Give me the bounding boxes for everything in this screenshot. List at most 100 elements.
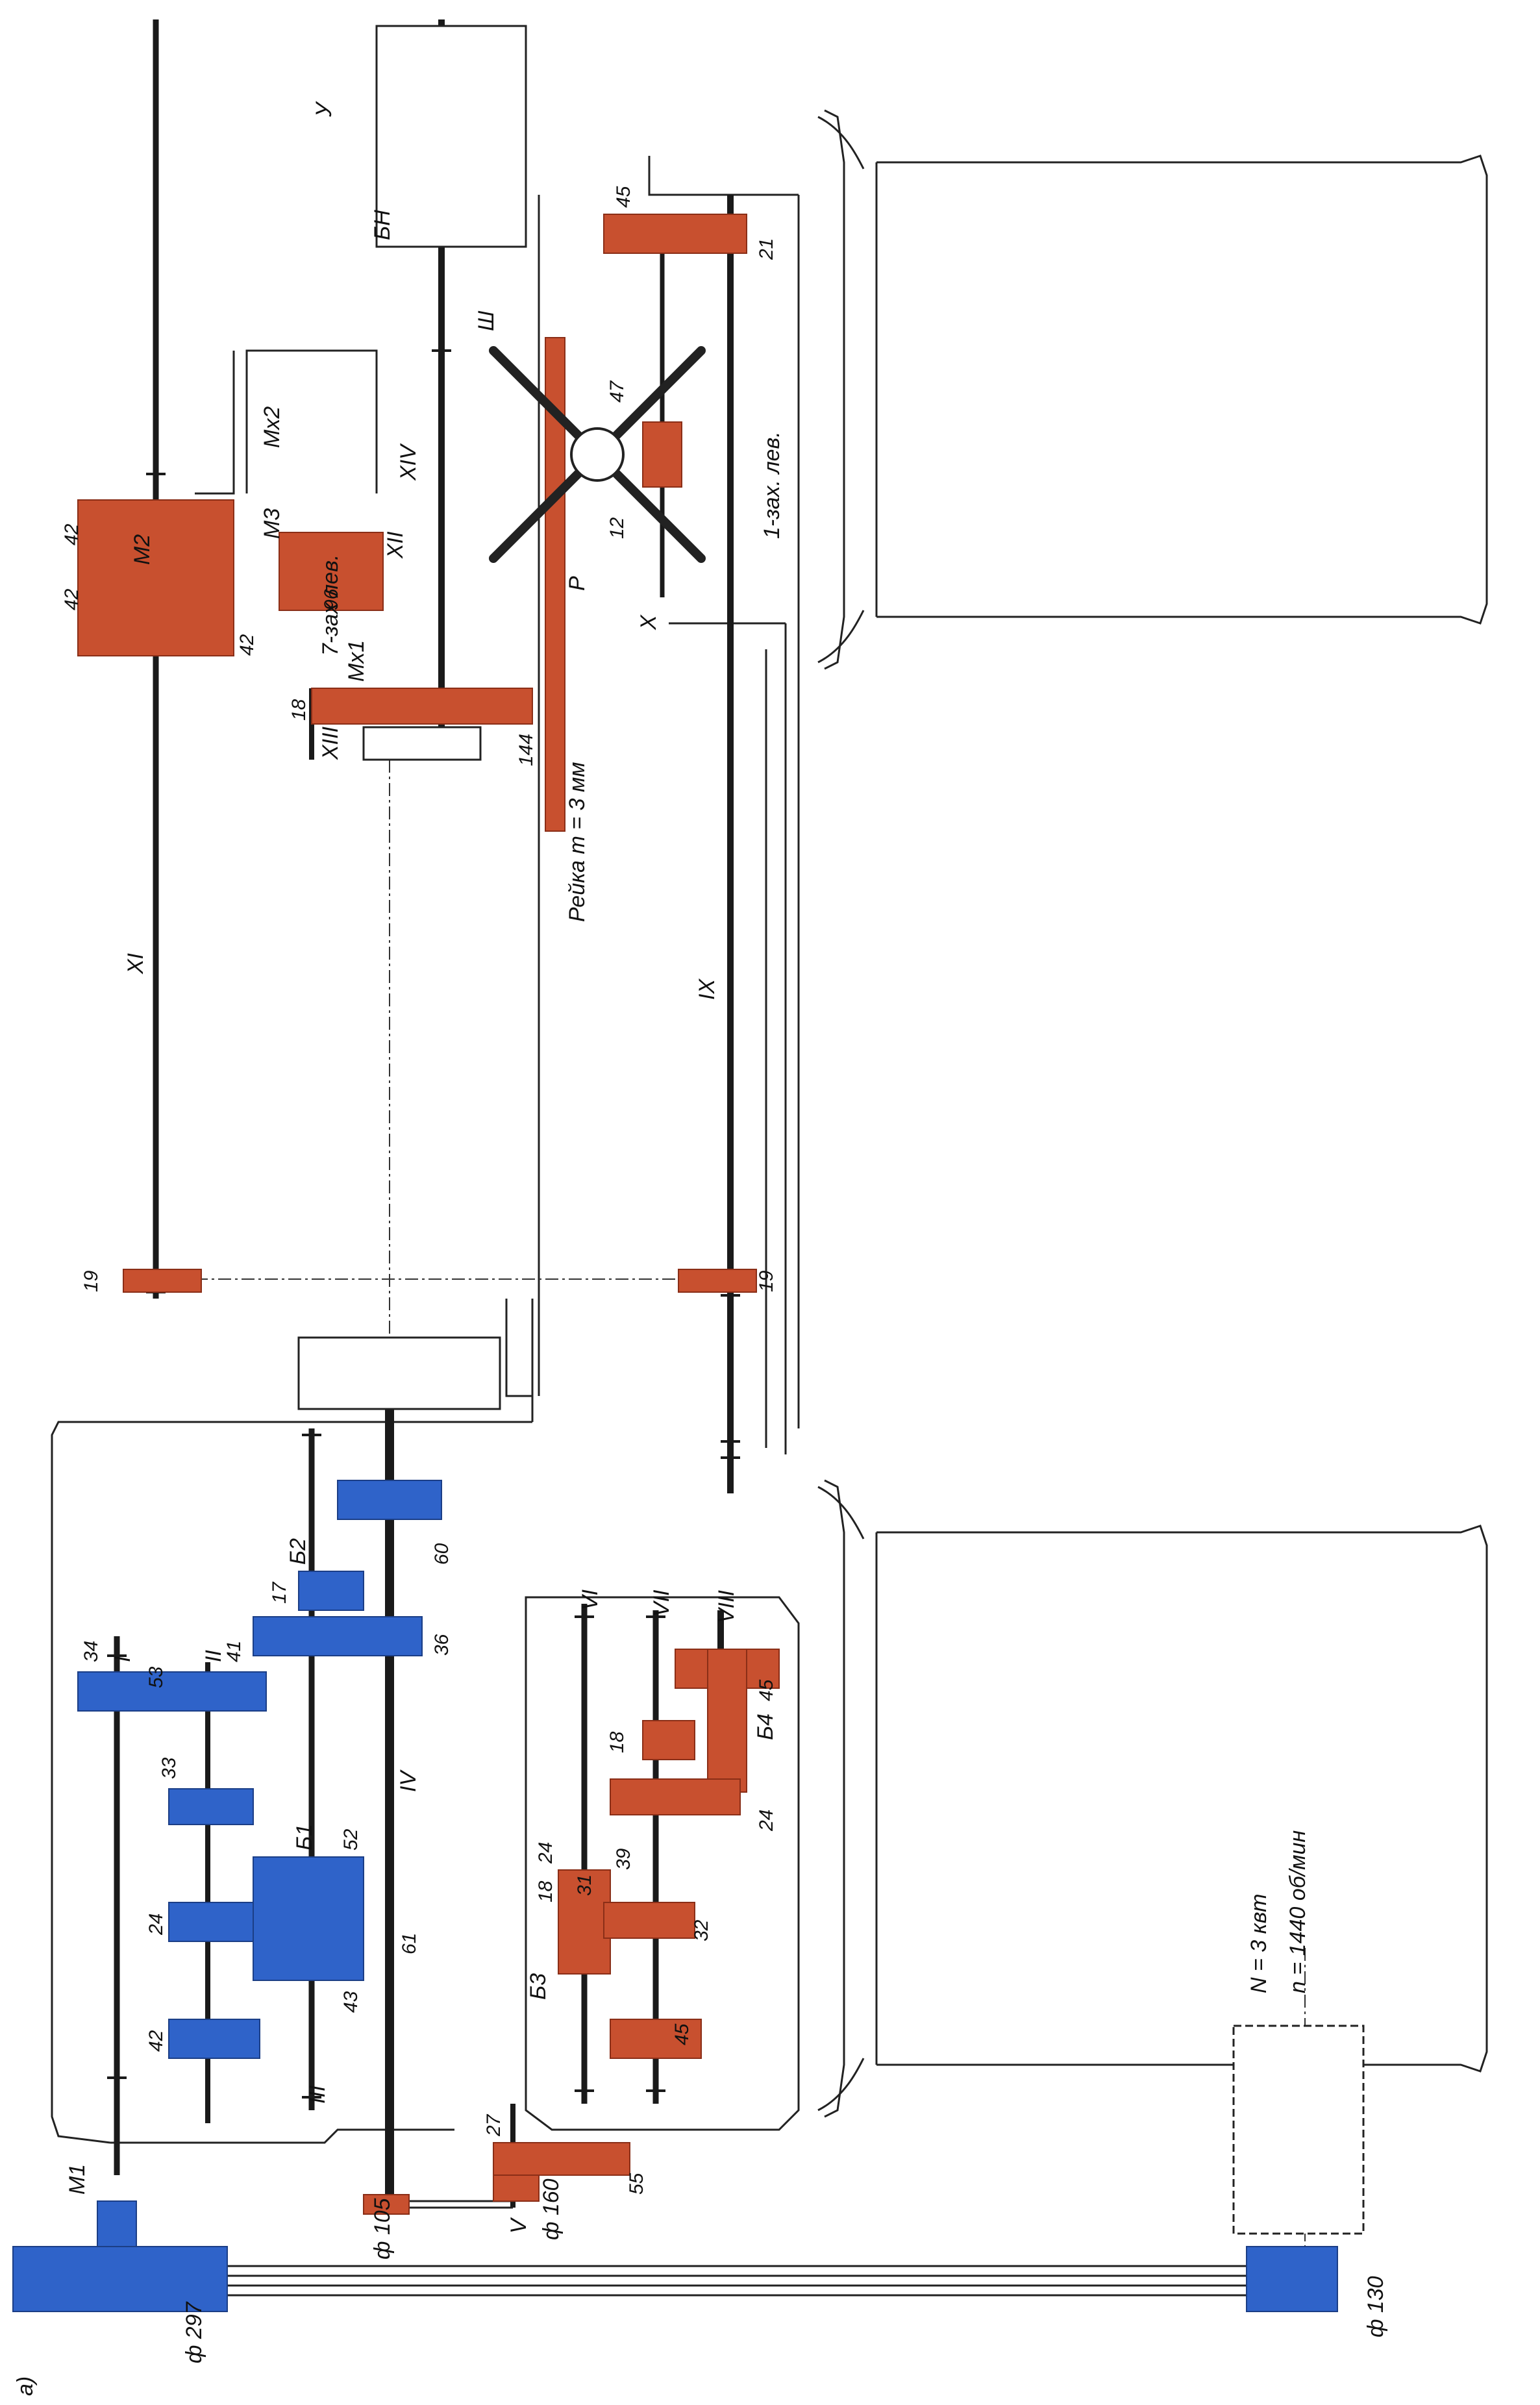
- label-motor-speed: n = 1440 об/мин: [1285, 1830, 1310, 1993]
- gear-32: [603, 1902, 695, 1939]
- label-pulley-297: ф 297: [182, 2301, 206, 2363]
- label-shaft-VIII: VIII: [714, 1589, 739, 1623]
- gear-18-144: [311, 688, 533, 725]
- label-shaft-V: V: [506, 2217, 531, 2234]
- label-g12: 12: [606, 517, 628, 539]
- label-g24b: 24: [535, 1842, 556, 1864]
- label-shaft-XIV: XIV: [396, 443, 421, 481]
- gear-tooth-labels: 34 53 41 33 24 42 52 43 61 17 36 60 27 5…: [61, 186, 777, 2195]
- label-g45a: 45: [671, 2023, 693, 2045]
- label-worm-1: 1-зах. лев.: [760, 431, 784, 539]
- label-g18a: 18: [535, 1880, 556, 1902]
- gear-36: [253, 1616, 423, 1656]
- gear-45a: [610, 2019, 702, 2059]
- label-shaft-IV: IV: [396, 1769, 421, 1792]
- label-shaft-III: III: [305, 2085, 330, 2104]
- label-g32: 32: [691, 1919, 712, 1941]
- label-g18c: 18: [288, 699, 310, 721]
- gear-160: [493, 2174, 540, 2202]
- label-shaft-X: X: [636, 614, 661, 630]
- label-shaft-I: I: [110, 1656, 135, 1662]
- gear-17: [298, 1571, 364, 1611]
- label-shaft-XIII: XIII: [318, 726, 343, 760]
- label-g47: 47: [606, 380, 628, 403]
- label-g21: 21: [756, 238, 777, 260]
- gear-b4-body: [707, 1649, 747, 1793]
- pulley-105: [363, 2194, 410, 2215]
- label-g39: 39: [613, 1848, 634, 1870]
- label-g42b: 42: [61, 588, 82, 610]
- label-g43: 43: [340, 1991, 362, 2013]
- gear-19b: [678, 1269, 757, 1293]
- label-g61: 61: [399, 1933, 420, 1954]
- label-m3: M3: [260, 508, 284, 539]
- label-g41: 41: [223, 1641, 245, 1662]
- label-u: У: [312, 101, 336, 118]
- worm-7: [279, 532, 384, 611]
- label-g96: 96: [321, 588, 342, 610]
- gear-45-21: [603, 214, 747, 254]
- gear-24: [168, 1902, 267, 1942]
- label-m2: M2: [130, 534, 155, 565]
- label-pulley-160: ф 160: [539, 2178, 564, 2240]
- label-shaft-VII: VII: [649, 1589, 674, 1617]
- label-g45b: 45: [756, 1679, 777, 1701]
- label-g60: 60: [431, 1543, 453, 1565]
- label-pulley-130: ф 130: [1363, 2276, 1388, 2337]
- label-g52: 52: [340, 1828, 362, 1850]
- labels: а) ф 297 ф 130 ф 105 ф 160 N = 3 квт n =…: [13, 101, 1388, 2396]
- label-b4: Б4: [753, 1713, 778, 1740]
- label-g53: 53: [145, 1666, 167, 1688]
- label-g24: 24: [145, 1913, 167, 1936]
- label-mx2: Mx2: [260, 406, 284, 448]
- label-worm-7: 7-зах лев.: [318, 555, 343, 656]
- label-g18b: 18: [606, 1731, 628, 1753]
- label-g42: 42: [145, 2030, 167, 2052]
- red-gears: [77, 214, 780, 2215]
- label-bn: БН: [370, 210, 395, 240]
- blue-gears: [12, 1480, 1338, 2312]
- clutch-m2: [77, 499, 234, 656]
- label-g55: 55: [626, 2173, 647, 2195]
- label-shaft-XII: XII: [383, 531, 408, 559]
- label-shaft-IX: IX: [695, 978, 719, 1000]
- label-g19b: 19: [756, 1270, 777, 1292]
- gear-27-55: [493, 2142, 630, 2176]
- gear-39-24: [610, 1778, 741, 1815]
- label-g34: 34: [81, 1641, 102, 1662]
- label-g24c: 24: [756, 1810, 777, 1832]
- block-b3: [558, 1869, 611, 1975]
- pulley-297: [12, 2246, 228, 2312]
- label-g33: 33: [158, 1757, 180, 1779]
- worm-1: [642, 421, 682, 488]
- label-mx1: Mx1: [344, 640, 369, 682]
- gear-60: [337, 1480, 442, 1520]
- gear-42: [168, 2019, 260, 2059]
- machine-outlines: [297, 25, 1365, 2235]
- shafts: [114, 19, 734, 2208]
- label-sh: Ш: [474, 310, 499, 331]
- carriage-handwheel: [489, 346, 706, 563]
- label-g31: 31: [574, 1875, 595, 1896]
- label-g19a: 19: [81, 1270, 102, 1292]
- chuck: [297, 1336, 501, 1410]
- pulley-130: [1246, 2246, 1338, 2312]
- label-b2: Б2: [286, 1538, 310, 1565]
- label-m1: M1: [65, 2164, 90, 2195]
- label-p: Р: [565, 576, 590, 591]
- label-g42c: 42: [236, 634, 258, 656]
- m1-clutch: [97, 2200, 137, 2247]
- label-g45c: 45: [613, 186, 634, 208]
- label-g42a: 42: [61, 523, 82, 545]
- apron-box-bn: [375, 25, 527, 248]
- label-rack: Рейка m = 3 мм: [565, 762, 590, 922]
- label-motor-power: N = 3 квт: [1247, 1894, 1271, 1993]
- label-shaft-II: II: [201, 1650, 226, 1662]
- label-b1: Б1: [292, 1824, 317, 1850]
- gear-18b: [642, 1720, 695, 1760]
- bed-outline: [51, 109, 1488, 2144]
- label-b3: Б3: [526, 1973, 551, 2000]
- label-pulley-105: ф 105: [370, 2198, 395, 2260]
- label-shaft-VI: VI: [578, 1589, 602, 1610]
